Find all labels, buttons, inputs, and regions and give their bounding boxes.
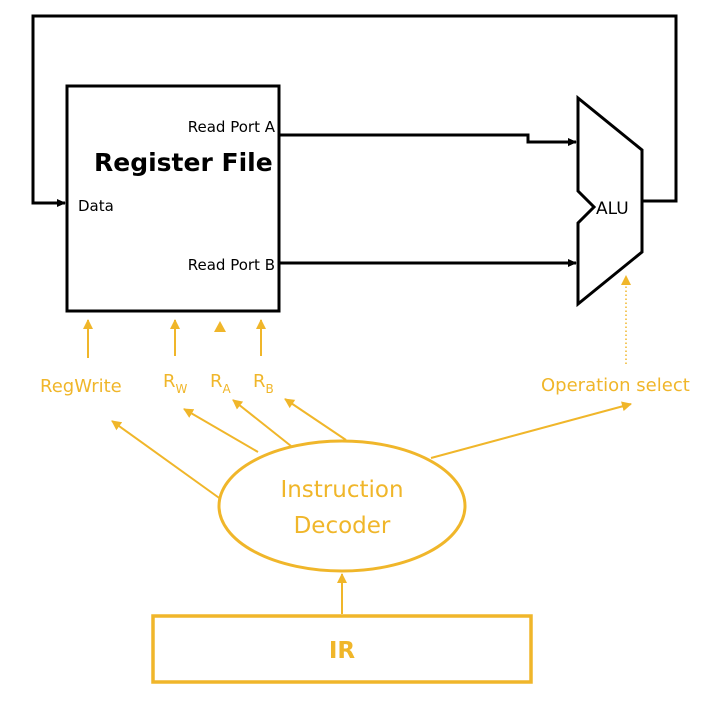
rb-label-main: R	[253, 371, 266, 392]
rb-label-sub: B	[266, 382, 274, 396]
ir-box	[151, 614, 533, 684]
rw-label: RW	[163, 371, 188, 396]
decoder-line1: Instruction	[280, 477, 403, 503]
alu-feedback-wire	[31, 14, 678, 207]
decoder-to-rw-arrow	[183, 408, 259, 453]
alu-label: ALU	[596, 199, 629, 219]
ra-label: RA	[210, 371, 232, 396]
rw-label-sub: W	[176, 382, 188, 396]
decoder-to-rb-arrow	[284, 398, 347, 441]
read-port-a-label: Read Port A	[188, 118, 276, 136]
read-port-a-wire	[279, 133, 577, 146]
operation-select-label: Operation select	[541, 375, 690, 396]
ir-label: IR	[329, 638, 356, 664]
rw-label-main: R	[163, 371, 176, 392]
ra-label-main: R	[210, 371, 223, 392]
instruction-decoder-ellipse	[217, 439, 467, 573]
decoder-to-operation-select-arrow	[430, 401, 632, 459]
decoder-line2: Decoder	[294, 513, 391, 539]
alu-shape	[576, 94, 644, 308]
register-file-title: Register File	[94, 148, 273, 177]
data-port-label: Data	[78, 197, 114, 215]
rb-label: RB	[253, 371, 274, 396]
ra-label-sub: A	[223, 382, 232, 396]
register-file-box	[65, 84, 281, 313]
decoder-to-ra-arrow	[232, 399, 292, 447]
ra-arrow	[214, 321, 226, 332]
read-port-b-label: Read Port B	[188, 256, 275, 274]
regwrite-label: RegWrite	[40, 376, 122, 397]
decoder-to-regwrite-arrow	[111, 420, 223, 501]
